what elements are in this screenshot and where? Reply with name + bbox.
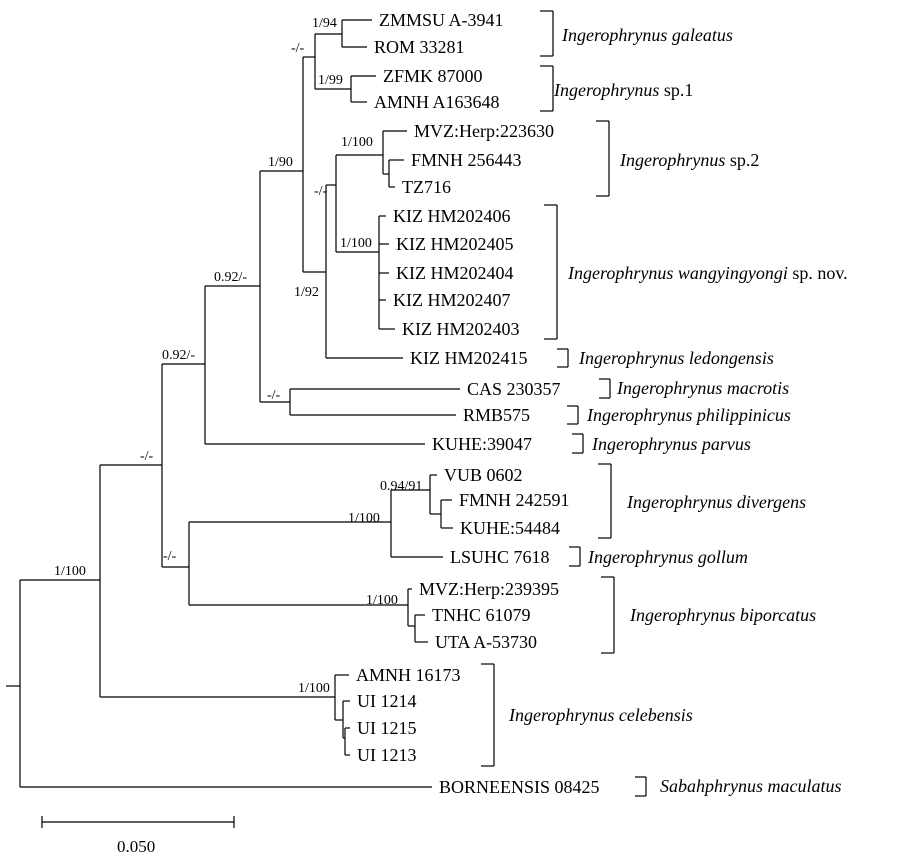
taxon-label: MVZ:Herp:223630 (414, 121, 554, 141)
species-epithet: philippinicus (695, 405, 791, 425)
genus-name: Sabahphrynus (660, 776, 763, 796)
genus-name: Ingerophrynus (567, 263, 673, 283)
support-value: 0.92/- (162, 348, 195, 363)
genus-name: Ingerophrynus (561, 25, 667, 45)
taxon-label: RMB575 (463, 405, 530, 425)
clade-label-philippinicus: Ingerophrynus philippinicus (586, 405, 791, 425)
support-value: 1/99 (318, 73, 343, 88)
support-value: -/- (163, 549, 177, 564)
support-value: 1/100 (298, 681, 330, 696)
taxon-label: KIZ HM202404 (396, 263, 514, 283)
species-epithet: divergens (737, 492, 806, 512)
taxon-label: UI 1215 (357, 718, 417, 738)
taxon-label: FMNH 256443 (411, 150, 522, 170)
clade-label-maculatus: Sabahphrynus maculatus (660, 776, 842, 796)
taxon-label: KUHE:39047 (432, 434, 532, 454)
taxon-label: FMNH 242591 (459, 490, 570, 510)
species-suffix: sp.1 (664, 80, 694, 100)
taxon-label: AMNH A163648 (374, 92, 500, 112)
taxon-label: UTA A-53730 (435, 632, 537, 652)
clade-label-wangyingyongi: Ingerophrynus wangyingyongi sp. nov. (567, 263, 848, 283)
support-value: 1/100 (366, 593, 398, 608)
taxon-label: TNHC 61079 (432, 605, 531, 625)
support-value: -/- (291, 41, 305, 56)
support-value: -/- (314, 184, 328, 199)
taxon-label: CAS 230357 (467, 379, 561, 399)
clade-label-parvus: Ingerophrynus parvus (591, 434, 751, 454)
clade-label-macrotis: Ingerophrynus macrotis (616, 378, 789, 398)
taxon-label: VUB 0602 (444, 465, 523, 485)
genus-name: Ingerophrynus (616, 378, 722, 398)
clade-brackets (481, 10, 647, 797)
genus-name: Ingerophrynus (586, 405, 692, 425)
support-value: 1/94 (312, 16, 337, 31)
genus-name: Ingerophrynus (578, 348, 684, 368)
genus-name: Ingerophrynus (553, 80, 659, 100)
species-epithet: gollum (698, 547, 748, 567)
genus-name: Ingerophrynus (619, 150, 725, 170)
taxon-label: TZ716 (402, 177, 451, 197)
species-epithet: ledongensis (689, 348, 774, 368)
genus-name: Ingerophrynus (587, 547, 693, 567)
support-value: -/- (267, 388, 281, 403)
species-epithet: maculatus (768, 776, 842, 796)
taxon-label: KIZ HM202406 (393, 206, 511, 226)
support-value: 1/100 (54, 564, 86, 579)
taxon-label: AMNH 16173 (356, 665, 461, 685)
clade-label-divergens: Ingerophrynus divergens (626, 492, 806, 512)
support-value: -/- (140, 449, 154, 464)
support-value: 1/100 (340, 236, 372, 251)
clade-label-gollum: Ingerophrynus gollum (587, 547, 748, 567)
support-value: 1/100 (348, 511, 380, 526)
taxon-label: UI 1213 (357, 745, 417, 765)
support-value: 1/100 (341, 135, 373, 150)
clade-label-sp1: Ingerophrynus sp.1 (553, 80, 693, 100)
support-value: 1/90 (268, 155, 293, 170)
support-values: 1/94 -/- 1/99 1/100 1/90 -/- 1/100 1/92 … (54, 16, 422, 696)
clade-label-celebensis: Ingerophrynus celebensis (508, 705, 693, 725)
species-epithet: celebensis (619, 705, 693, 725)
genus-name: Ingerophrynus (508, 705, 614, 725)
taxon-label: MVZ:Herp:239395 (419, 579, 559, 599)
genus-name: Ingerophrynus (591, 434, 697, 454)
taxon-label: KIZ HM202405 (396, 234, 514, 254)
genus-name: Ingerophrynus (629, 605, 735, 625)
clade-label-sp2: Ingerophrynus sp.2 (619, 150, 759, 170)
clade-label-galeatus: Ingerophrynus galeatus (561, 25, 733, 45)
species-epithet: macrotis (727, 378, 789, 398)
species-epithet: biporcatus (740, 605, 816, 625)
clade-label-ledongensis: Ingerophrynus ledongensis (578, 348, 774, 368)
species-epithet: parvus (700, 434, 751, 454)
taxon-label: ROM 33281 (374, 37, 465, 57)
species-suffix: sp. nov. (792, 263, 847, 283)
taxon-label: KUHE:54484 (460, 518, 560, 538)
species-epithet: galeatus (672, 25, 733, 45)
taxon-label: ZMMSU A-3941 (379, 10, 504, 30)
support-value: 0.94/91 (380, 479, 422, 494)
clade-labels: Ingerophrynus galeatus Ingerophrynus sp.… (508, 25, 848, 796)
taxon-label: KIZ HM202415 (410, 348, 528, 368)
taxon-labels: ZMMSU A-3941 ROM 33281 ZFMK 87000 AMNH A… (356, 10, 600, 797)
support-value: 0.92/- (214, 270, 247, 285)
species-epithet: wangyingyongi (678, 263, 788, 283)
taxon-label: LSUHC 7618 (450, 547, 550, 567)
support-value: 1/92 (294, 285, 319, 300)
taxon-label: UI 1214 (357, 691, 417, 711)
genus-name: Ingerophrynus (626, 492, 732, 512)
scale-bar: 0.050 (41, 816, 235, 856)
species-suffix: sp.2 (730, 150, 760, 170)
taxon-label: KIZ HM202407 (393, 290, 511, 310)
taxon-label: ZFMK 87000 (383, 66, 483, 86)
scale-bar-label: 0.050 (117, 837, 155, 856)
tree-branches (6, 19, 460, 788)
taxon-label: BORNEENSIS 08425 (439, 777, 600, 797)
taxon-label: KIZ HM202403 (402, 319, 520, 339)
clade-label-biporcatus: Ingerophrynus biporcatus (629, 605, 816, 625)
